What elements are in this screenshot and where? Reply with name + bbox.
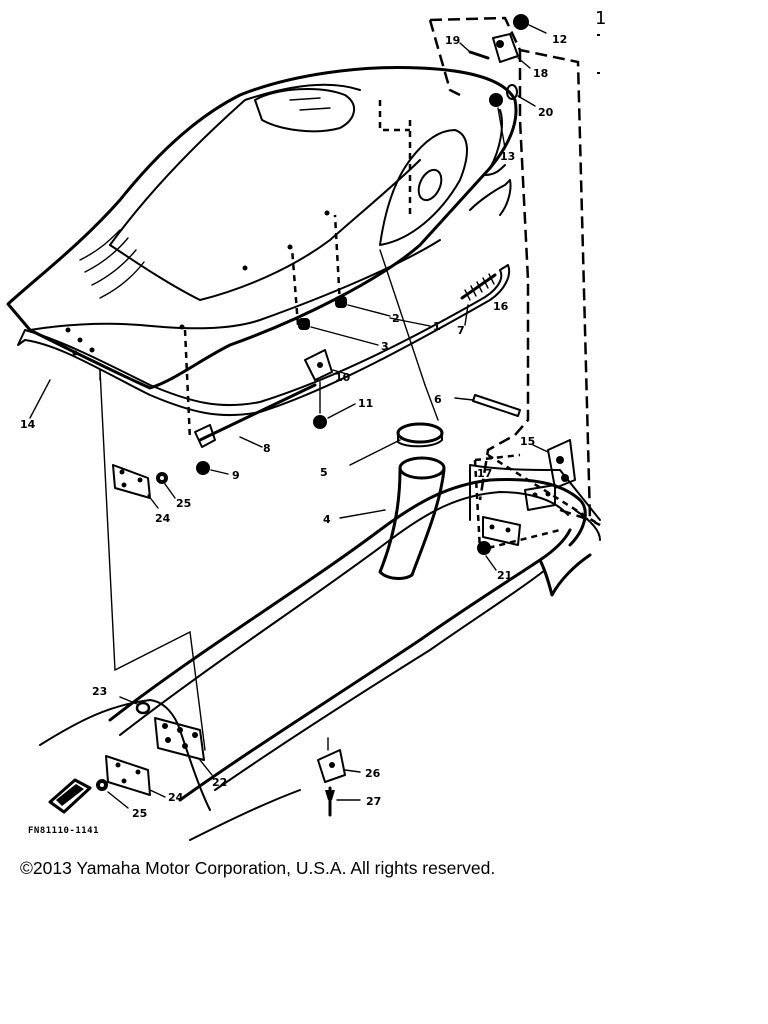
callout-25-lower: 25 — [132, 807, 147, 820]
part-3-grommet — [298, 318, 379, 346]
callout-19: 19 — [445, 34, 460, 47]
callout-7: 7 — [457, 324, 465, 337]
callout-3: 3 — [381, 340, 389, 353]
part-4-hose — [339, 456, 446, 580]
part-13-nut — [489, 93, 506, 149]
part-27-bolt — [325, 786, 361, 817]
part-8-rod — [194, 383, 317, 448]
part-11-nut — [313, 381, 356, 429]
part-7-spring — [460, 273, 497, 326]
callout-22: 22 — [212, 776, 227, 789]
seat — [6, 66, 518, 417]
callout-17: 17 — [477, 467, 492, 480]
callout-9: 9 — [232, 469, 240, 482]
copyright-notice: ©2013 Yamaha Motor Corporation, U.S.A. A… — [20, 858, 496, 878]
edge-mark: 1 — [595, 8, 606, 29]
part-9-nut — [196, 461, 229, 475]
callout-26: 26 — [365, 767, 381, 780]
callout-16: 16 — [493, 300, 509, 313]
part-5-clamp — [349, 422, 444, 466]
callout-24-upper: 24 — [155, 512, 171, 525]
part-6-strip — [454, 394, 521, 417]
part-18-bracket — [492, 33, 531, 69]
callout-12: 12 — [552, 33, 567, 46]
leader-1 — [389, 317, 431, 327]
hull-deck — [39, 464, 601, 841]
callout-11: 11 — [358, 397, 373, 410]
callout-18: 18 — [533, 67, 548, 80]
exploded-parts-diagram: 12 19 18 20 13 16 7 2 1 3 10 11 14 6 8 1… — [6, 8, 606, 841]
part-2-grommet — [335, 296, 391, 317]
callout-20: 20 — [538, 106, 554, 119]
callout-21: 21 — [497, 569, 512, 582]
callout-14: 14 — [20, 418, 36, 431]
callout-8: 8 — [263, 442, 271, 455]
callout-labels: 12 19 18 20 13 16 7 2 1 3 10 11 14 6 8 1… — [20, 8, 606, 820]
edge-tick-2 — [597, 72, 600, 74]
part-19-pin — [459, 42, 490, 60]
part-23-screw — [119, 696, 151, 715]
callout-15: 15 — [520, 435, 535, 448]
callout-13: 13 — [500, 150, 515, 163]
part-21-nut — [477, 541, 497, 571]
part-26-bracket — [317, 737, 361, 783]
callout-1: 1 — [433, 320, 441, 333]
callout-25-upper: 25 — [176, 497, 191, 510]
callout-27: 27 — [366, 795, 381, 808]
panel-lines — [99, 369, 206, 751]
part-20-washer — [506, 84, 536, 107]
dashed-leaders — [183, 16, 601, 552]
part-17-plate — [482, 484, 556, 546]
callout-2: 2 — [392, 312, 400, 325]
figure-code: FN81110-1141 — [28, 826, 100, 836]
part-22-plate — [154, 717, 213, 776]
callout-24-lower: 24 — [168, 791, 184, 804]
part-25-nut-upper — [156, 472, 176, 499]
callout-23: 23 — [92, 685, 107, 698]
callout-10: 10 — [335, 371, 351, 384]
callout-5: 5 — [320, 466, 328, 479]
edge-tick-1 — [597, 34, 600, 36]
part-25-nut-lower — [96, 779, 129, 809]
part-10-bracket — [304, 349, 351, 381]
part-24-plate-lower — [105, 755, 166, 798]
part-24-plate-upper — [112, 464, 159, 509]
part-12-screw — [513, 14, 547, 34]
callout-4: 4 — [323, 513, 331, 526]
part-15-bracket — [532, 439, 576, 489]
leader-14 — [29, 379, 51, 419]
callout-6: 6 — [434, 393, 442, 406]
vent-grille — [48, 778, 92, 814]
